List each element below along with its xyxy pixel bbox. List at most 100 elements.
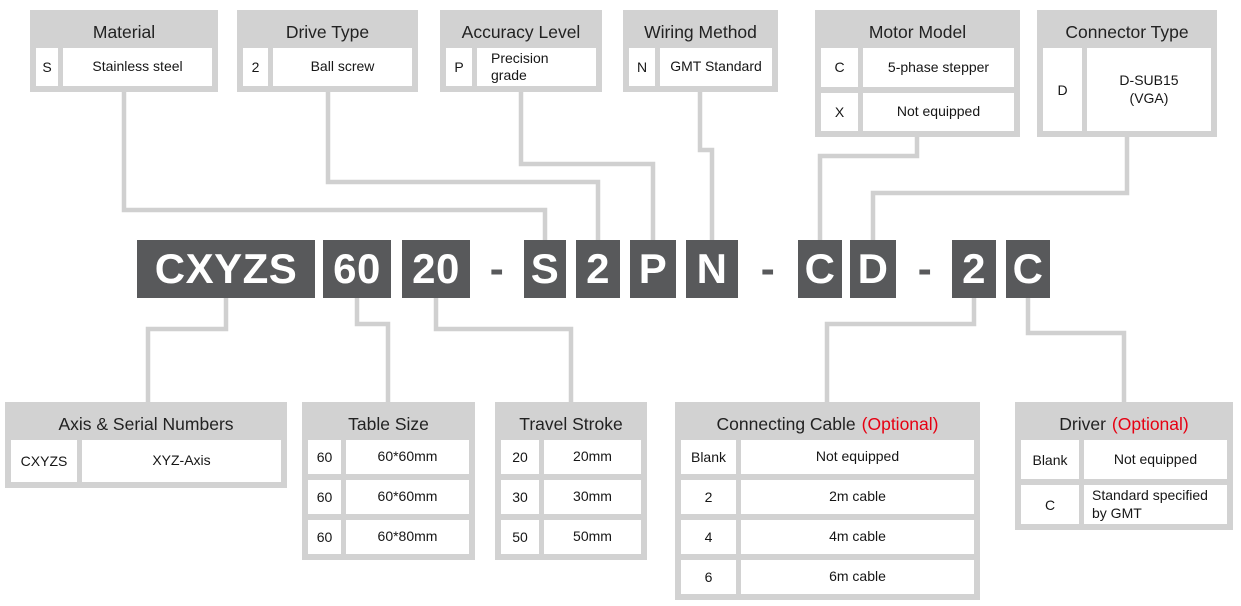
accuracy-level-box: Accuracy Level P Precision grade — [440, 10, 602, 92]
axis-serial-row: CXYZS XYZ-Axis — [11, 440, 281, 482]
code-segment-2a: 2 — [576, 240, 620, 298]
code-segment-c1: C — [798, 240, 842, 298]
drive-type-box: Drive Type 2 Ball screw — [237, 10, 418, 92]
connecting-cable-row-6: 6 6m cable — [681, 560, 974, 594]
line-20-to-travelstroke — [433, 298, 574, 404]
code-separator: - — [489, 245, 505, 292]
motor-model-desc-x: Not equipped — [863, 92, 1014, 131]
code-segment-n: N — [686, 240, 738, 298]
accuracy-level-title: Accuracy Level — [446, 16, 596, 48]
motor-model-code-x: X — [821, 92, 858, 131]
axis-serial-box: Axis & Serial Numbers CXYZS XYZ-Axis — [5, 402, 287, 488]
connecting-cable-desc-6: 6m cable — [741, 560, 974, 594]
table-size-code-3: 60 — [308, 520, 341, 554]
code-segment-p: P — [630, 240, 676, 298]
material-row: S Stainless steel — [36, 48, 212, 86]
motor-model-code-c: C — [821, 48, 858, 87]
line-2-to-cablebox — [824, 298, 977, 404]
code-separator: - — [917, 245, 933, 292]
travel-stroke-desc-3: 50mm — [544, 520, 641, 554]
driver-desc-c: Standard specified by GMT — [1084, 485, 1227, 524]
connecting-cable-desc-blank: Not equipped — [741, 440, 974, 474]
driver-code-c: C — [1021, 485, 1079, 524]
connecting-cable-code-6: 6 — [681, 560, 736, 594]
driver-row-blank: Blank Not equipped — [1021, 440, 1227, 479]
motor-model-row-x: X Not equipped — [821, 92, 1014, 131]
axis-serial-title: Axis & Serial Numbers — [11, 408, 281, 440]
connecting-cable-title: Connecting Cable (Optional) — [681, 408, 974, 440]
connecting-cable-row-blank: Blank Not equipped — [681, 440, 974, 474]
material-box: Material S Stainless steel — [30, 10, 218, 92]
connector-type-title: Connector Type — [1043, 16, 1211, 48]
table-size-row-3: 60 60*80mm — [308, 520, 469, 554]
table-size-desc-1: 60*60mm — [346, 440, 469, 474]
table-size-code-2: 60 — [308, 480, 341, 514]
travel-stroke-box: Travel Stroke 20 20mm 30 30mm 50 50mm — [495, 402, 647, 560]
connecting-cable-row-4: 4 4m cable — [681, 520, 974, 554]
line-accuracy-to-p — [518, 90, 656, 240]
axis-serial-code: CXYZS — [11, 440, 77, 482]
material-desc: Stainless steel — [63, 48, 212, 86]
driver-title-text: Driver — [1059, 413, 1106, 434]
travel-stroke-title: Travel Stroke — [501, 408, 641, 440]
motor-model-box: Motor Model C 5-phase stepper X Not equi… — [815, 10, 1020, 137]
accuracy-level-code: P — [446, 48, 472, 86]
connecting-cable-box: Connecting Cable (Optional) Blank Not eq… — [675, 402, 980, 600]
connecting-cable-title-text: Connecting Cable — [716, 413, 856, 434]
driver-optional-label: (Optional) — [1111, 413, 1189, 434]
drive-type-row: 2 Ball screw — [243, 48, 412, 86]
line-wiring-to-n — [697, 90, 715, 240]
travel-stroke-row-3: 50 50mm — [501, 520, 641, 554]
wiring-method-desc: GMT Standard — [660, 48, 772, 86]
material-title-text: Material — [92, 21, 156, 42]
line-c-to-driverbox — [1025, 298, 1127, 404]
connecting-cable-optional-label: (Optional) — [861, 413, 939, 434]
connecting-cable-code-2: 2 — [681, 480, 736, 514]
table-size-box: Table Size 60 60*60mm 60 60*60mm 60 60*8… — [302, 402, 475, 560]
driver-row-c: C Standard specified by GMT — [1021, 485, 1227, 524]
material-code: S — [36, 48, 58, 86]
code-segment-c2: C — [1006, 240, 1050, 298]
wiring-method-title: Wiring Method — [629, 16, 772, 48]
wiring-method-row: N GMT Standard — [629, 48, 772, 86]
connecting-cable-row-2: 2 2m cable — [681, 480, 974, 514]
code-segment-20: 20 — [402, 240, 470, 298]
axis-serial-title-text: Axis & Serial Numbers — [58, 413, 234, 434]
line-cxyzs-to-axisbox — [145, 298, 229, 404]
axis-serial-desc: XYZ-Axis — [82, 440, 281, 482]
driver-box: Driver (Optional) Blank Not equipped C S… — [1015, 402, 1233, 530]
motor-model-row-c: C 5-phase stepper — [821, 48, 1014, 87]
travel-stroke-row-1: 20 20mm — [501, 440, 641, 474]
table-size-desc-2: 60*60mm — [346, 480, 469, 514]
code-segment-2b: 2 — [952, 240, 996, 298]
connecting-cable-code-4: 4 — [681, 520, 736, 554]
line-60-to-tablesize — [354, 298, 391, 404]
driver-code-blank: Blank — [1021, 440, 1079, 479]
table-size-title-text: Table Size — [348, 413, 429, 434]
accuracy-level-title-text: Accuracy Level — [461, 21, 581, 42]
line-motor-to-c — [817, 135, 920, 240]
wiring-method-box: Wiring Method N GMT Standard — [623, 10, 778, 92]
drive-type-desc: Ball screw — [273, 48, 412, 86]
drive-type-code: 2 — [243, 48, 268, 86]
driver-title: Driver (Optional) — [1021, 408, 1227, 440]
connector-type-row: D D-SUB15 (VGA) — [1043, 48, 1211, 131]
code-segment-60: 60 — [323, 240, 391, 298]
accuracy-level-desc: Precision grade — [477, 48, 596, 86]
connecting-cable-desc-4: 4m cable — [741, 520, 974, 554]
connector-type-desc: D-SUB15 (VGA) — [1087, 48, 1211, 131]
drive-type-title: Drive Type — [243, 16, 412, 48]
motor-model-title: Motor Model — [821, 16, 1014, 48]
line-material-to-s — [121, 90, 548, 240]
line-drivetype-to-2 — [325, 90, 601, 240]
drive-type-title-text: Drive Type — [285, 21, 370, 42]
table-size-title: Table Size — [308, 408, 469, 440]
connecting-cable-desc-2: 2m cable — [741, 480, 974, 514]
motor-model-desc-c: 5-phase stepper — [863, 48, 1014, 87]
code-segment-d: D — [850, 240, 896, 298]
table-size-row-2: 60 60*60mm — [308, 480, 469, 514]
connector-type-box: Connector Type D D-SUB15 (VGA) — [1037, 10, 1217, 137]
code-separator: - — [760, 245, 776, 292]
connecting-cable-code-blank: Blank — [681, 440, 736, 474]
